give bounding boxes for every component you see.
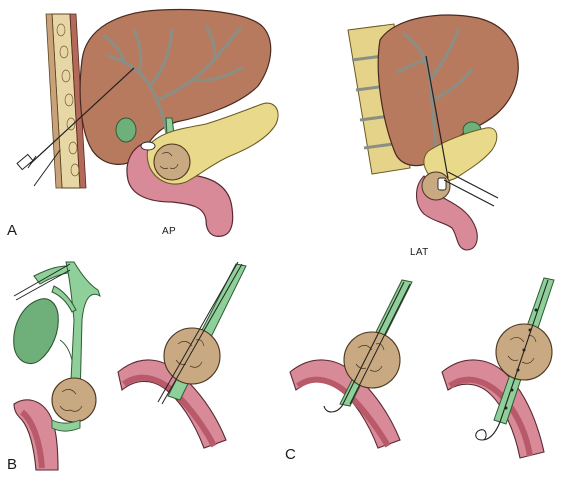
view-label-ap: AP bbox=[162, 226, 176, 237]
panel-label-a: A bbox=[7, 222, 18, 239]
panel-c1 bbox=[289, 279, 413, 449]
panel-c2 bbox=[441, 277, 555, 459]
guidewire-c1 bbox=[323, 281, 405, 413]
duodenum-c2 bbox=[441, 359, 545, 459]
panel-a-lat-view bbox=[347, 14, 519, 251]
tumor-ap bbox=[153, 143, 191, 181]
panel-c bbox=[289, 277, 555, 459]
panel-label-b: B bbox=[7, 456, 18, 473]
instrument-lat bbox=[425, 55, 499, 207]
gallbladder-b bbox=[13, 298, 59, 364]
biliary-tree-b bbox=[33, 261, 101, 401]
guidewire-c2 bbox=[475, 279, 549, 441]
biliary-tree-ap bbox=[102, 24, 244, 142]
tumor-b2 bbox=[163, 327, 221, 385]
needle-ap bbox=[16, 67, 135, 187]
view-label-lat: LAT bbox=[410, 247, 429, 258]
panel-label-c: C bbox=[285, 446, 296, 463]
guidewire-b bbox=[13, 263, 71, 301]
gallbladder-ap bbox=[115, 117, 137, 143]
panel-b2 bbox=[117, 261, 247, 449]
tumor-b1 bbox=[51, 377, 97, 423]
panel-a-ap-view bbox=[16, 8, 279, 237]
abdominal-wall bbox=[45, 13, 87, 189]
panel-b bbox=[13, 261, 247, 471]
pancreas-lat bbox=[423, 127, 498, 182]
